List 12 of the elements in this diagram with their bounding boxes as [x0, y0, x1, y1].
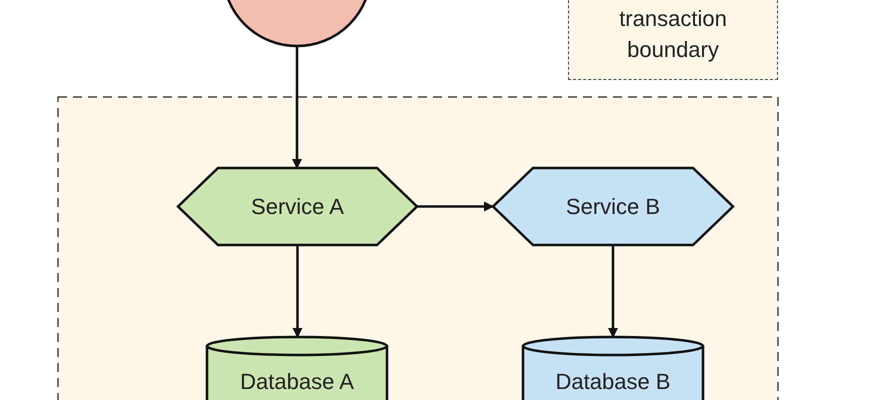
node-label: Service A [250, 194, 345, 220]
node-label: Database B [554, 369, 672, 395]
arrow [292, 47, 302, 169]
arrow [608, 245, 618, 338]
arrow [292, 245, 302, 338]
service-hexagon [493, 168, 733, 245]
node-label: Service B [564, 194, 662, 220]
legend-text: transaction boundary [618, 5, 728, 64]
arrow [417, 202, 494, 212]
transaction-boundary-box [58, 97, 778, 400]
node-label: Database A [239, 369, 355, 395]
service-hexagon [178, 168, 417, 245]
